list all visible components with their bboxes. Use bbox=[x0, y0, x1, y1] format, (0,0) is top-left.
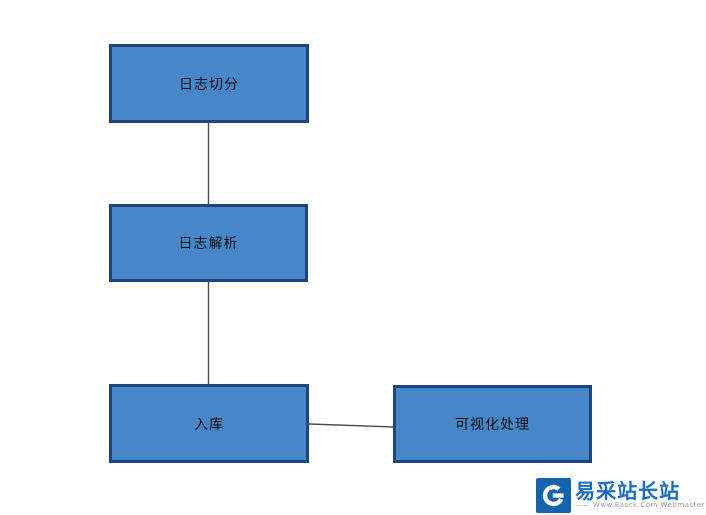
node-log-split-label: 日志切分 bbox=[179, 76, 239, 93]
watermark-brand: 易采站长站 bbox=[575, 479, 681, 504]
watermark-tagline: —— Www.Easck.Com Webmaster bbox=[575, 501, 705, 510]
easck-logo-icon bbox=[536, 478, 572, 513]
watermark-text: 易采站长站 —— Www.Easck.Com Webmaster bbox=[575, 481, 705, 509]
node-visualize: 可视化处理 bbox=[393, 385, 592, 463]
node-log-parse-label: 日志解析 bbox=[178, 236, 239, 252]
node-log-parse: 日志解析 bbox=[109, 204, 308, 282]
connector-store-visualize bbox=[308, 423, 394, 428]
node-visualize-label: 可视化处理 bbox=[455, 417, 530, 433]
watermark: 易采站长站 —— Www.Easck.Com Webmaster bbox=[536, 478, 705, 513]
node-store-db: 入库 bbox=[109, 384, 309, 463]
node-log-split: 日志切分 bbox=[109, 44, 309, 123]
node-store-db-label: 入库 bbox=[194, 416, 224, 433]
